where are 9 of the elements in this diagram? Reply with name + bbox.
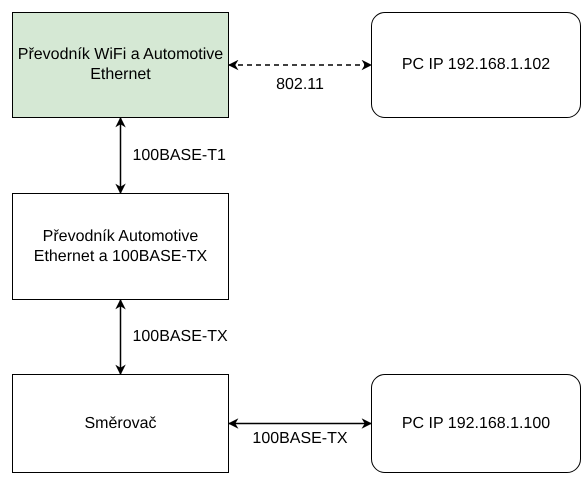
arrow — [115, 298, 126, 376]
computer-box: PC IP 192.168.1.102 — [371, 12, 581, 118]
arrow — [228, 418, 372, 429]
device-box: Převodník WiFi a Automotive Ethernet — [12, 12, 229, 118]
device-box: Směrovač — [12, 374, 229, 473]
arrow — [228, 60, 372, 70]
arrow — [115, 116, 126, 194]
computer-box: PC IP 192.168.1.100 — [371, 374, 581, 473]
device-box: Převodník Automotive Ethernet a 100BASE-TX — [12, 193, 229, 300]
